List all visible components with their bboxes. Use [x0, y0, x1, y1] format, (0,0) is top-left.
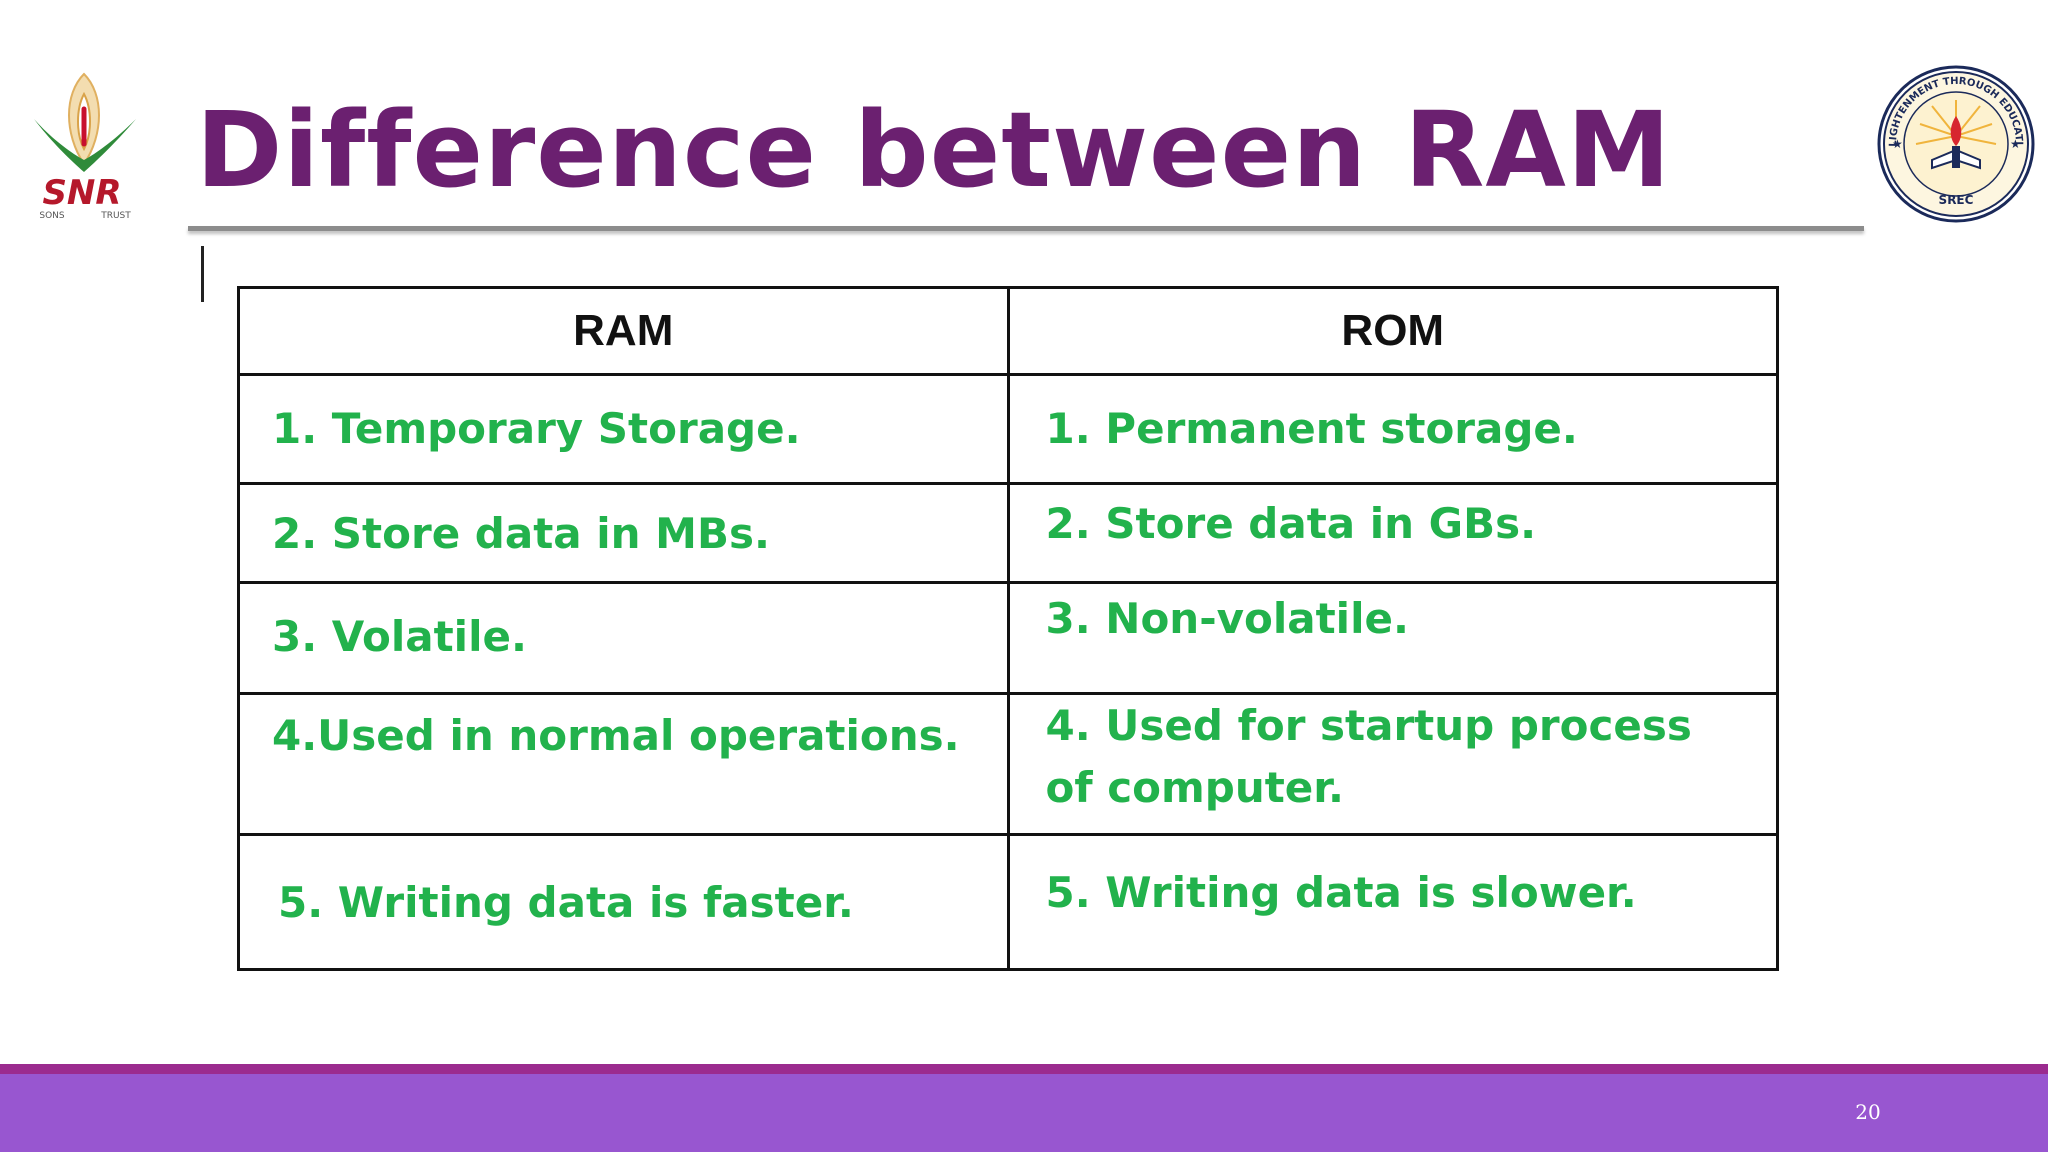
table-row: 5. Writing data is faster. 5. Writing da… — [237, 833, 1779, 971]
snr-logo-text: SNR — [42, 173, 121, 213]
rom-cell: 4. Used for startup process of computer. — [1006, 692, 1779, 836]
srec-seal-logo: ENLIGHTENMENT THROUGH EDUCATION SREC ★ ★ — [1876, 64, 2035, 223]
title-area: Difference between RAM and ROM — [196, 86, 1756, 226]
page-title: Difference between RAM and ROM — [196, 89, 1672, 226]
svg-text:★: ★ — [1892, 137, 1903, 151]
snr-logo-sub-right: TRUST — [100, 211, 131, 221]
rom-point: 3. Non-volatile. — [1045, 594, 1409, 643]
text-cursor-mark — [201, 246, 204, 302]
ram-cell: 4.Used in normal operations. — [237, 692, 1010, 836]
seal-bottom-text: SREC — [1939, 193, 1974, 207]
footer-accent-line — [0, 1064, 2048, 1074]
ram-cell: 5. Writing data is faster. — [237, 833, 1010, 971]
table-header-row: RAM ROM — [237, 286, 1779, 376]
table-row: 3. Volatile. 3. Non-volatile. — [237, 581, 1779, 695]
rom-point: 1. Permanent storage. — [1045, 404, 1578, 453]
rom-cell: 5. Writing data is slower. — [1006, 833, 1779, 971]
svg-text:★: ★ — [2010, 137, 2021, 151]
ram-point: 1. Temporary Storage. — [272, 404, 801, 453]
ram-point: 5. Writing data is faster. — [278, 878, 854, 927]
ram-cell: 2. Store data in MBs. — [237, 482, 1010, 584]
ram-point: 2. Store data in MBs. — [272, 509, 770, 558]
rom-point: 4. Used for startup process of computer. — [1045, 701, 1692, 812]
rom-point: 5. Writing data is slower. — [1045, 868, 1637, 917]
rom-cell: 1. Permanent storage. — [1006, 373, 1779, 485]
ram-cell: 3. Volatile. — [237, 581, 1010, 695]
footer-bar — [0, 1074, 2048, 1152]
rom-cell: 3. Non-volatile. — [1006, 581, 1779, 695]
table-row: 4.Used in normal operations. 4. Used for… — [237, 692, 1779, 836]
page-number: 20 — [1855, 1100, 1881, 1124]
header-ram: RAM — [237, 286, 1010, 376]
snr-logo-sub-left: SONS — [39, 211, 65, 221]
header-rom: ROM — [1006, 286, 1779, 376]
snr-trust-logo: SNR SONS TRUST — [34, 72, 136, 221]
table-row: 2. Store data in MBs. 2. Store data in G… — [237, 482, 1779, 584]
rom-point: 2. Store data in GBs. — [1045, 499, 1537, 548]
ram-point: 4.Used in normal operations. — [272, 711, 960, 760]
table-row: 1. Temporary Storage. 1. Permanent stora… — [237, 373, 1779, 485]
comparison-table: RAM ROM 1. Temporary Storage. 1. Permane… — [237, 286, 1779, 971]
title-underline — [188, 226, 1864, 231]
ram-point: 3. Volatile. — [272, 612, 527, 661]
ram-cell: 1. Temporary Storage. — [237, 373, 1010, 485]
rom-cell: 2. Store data in GBs. — [1006, 482, 1779, 584]
